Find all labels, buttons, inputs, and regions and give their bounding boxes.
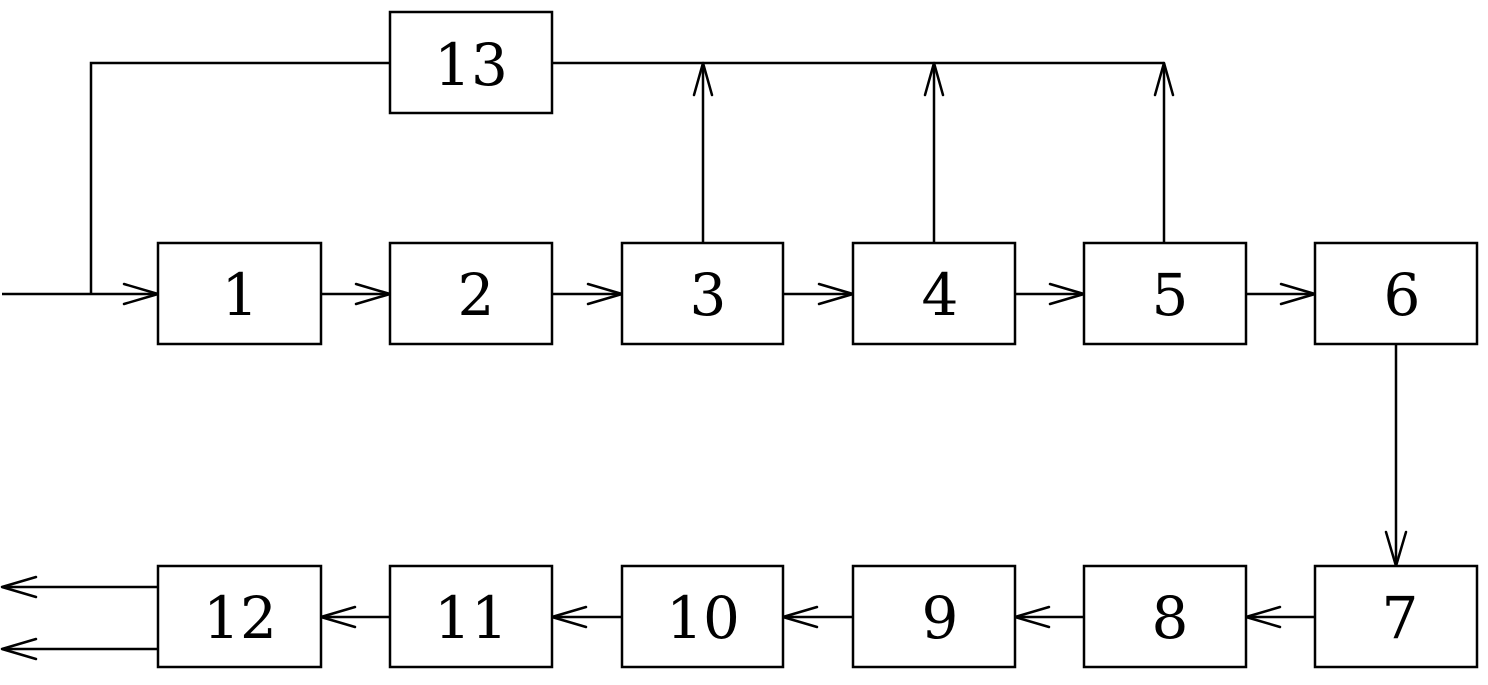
block-label: 10: [666, 584, 740, 652]
block-label: 11: [434, 584, 508, 652]
block-3: 3: [620, 241, 785, 346]
block-2: 2: [388, 241, 554, 346]
block-8: 8: [1082, 564, 1248, 669]
block-label: 9: [922, 584, 959, 652]
input-branch-to-13: [89, 61, 390, 294]
block-label: 4: [922, 261, 959, 329]
arrowhead-up-5: [1153, 61, 1175, 97]
arrowhead-up-4: [923, 61, 945, 97]
block-4: 4: [851, 241, 1017, 346]
block-label: 13: [434, 31, 508, 99]
block-label: 12: [203, 584, 277, 652]
block-9: 9: [851, 564, 1017, 669]
arrowhead-up-3: [692, 61, 714, 97]
block-label: 7: [1382, 584, 1419, 652]
block-7: 7: [1313, 564, 1479, 669]
block-1: 1: [156, 241, 323, 346]
block-10: 10: [620, 564, 785, 669]
output-arrowhead-top: [0, 575, 38, 599]
output-arrowhead-bottom: [0, 637, 38, 661]
block-6: 6: [1313, 241, 1479, 346]
block-13: 13: [388, 10, 554, 115]
block-label: 2: [458, 261, 495, 329]
block-label: 8: [1152, 584, 1189, 652]
block-label: 6: [1384, 261, 1421, 329]
block-5: 5: [1082, 241, 1248, 346]
block-label: 1: [222, 261, 259, 329]
block-label: 3: [690, 261, 727, 329]
block-11: 11: [388, 564, 554, 669]
block-12: 12: [156, 564, 323, 669]
block-label: 5: [1152, 261, 1189, 329]
